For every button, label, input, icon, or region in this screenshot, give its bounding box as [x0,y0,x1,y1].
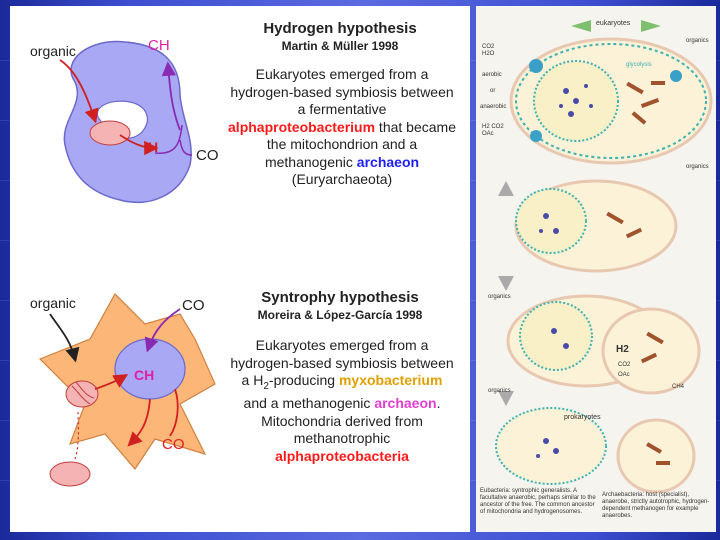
caption-right: Archaebacteria: host (specialist), anaer… [602,492,710,519]
label-co: CO [196,147,219,164]
label-organics-4: organics [488,388,511,394]
prokaryote-eukaryote-figure [495,20,713,494]
label-ch4: CH4 [672,384,685,390]
label-co2: CO2 [618,362,631,368]
label-h: H [148,139,158,155]
syntrophy-authors: Moreira & López-García 1998 [257,308,423,322]
left-slide-panel: organic CH H CO Hydrogen hypothesis Mart… [10,6,470,532]
label-organic: organic [30,43,76,59]
label-h2: H2 [616,344,629,355]
mitochondrion [65,380,99,408]
label-organics-2: organics [686,164,709,170]
label-h2-co2-oac: H2 CO2 OAc [482,124,504,137]
label-oac: OAc [618,372,630,378]
hydrogen-authors: Martin & Müller 1998 [281,39,399,53]
hydrogen-hypothesis-diagram: organic CH H CO [30,37,219,204]
right-slide-panel: eukaryotes organics CO2 H2O aerobic or a… [476,6,716,532]
syntrophy-hypothesis-diagram: organic CO CH CO [30,293,216,487]
hydrogen-title: Hydrogen hypothesis [263,20,417,37]
label-aerobic: aerobic [482,72,502,78]
label-co-top: CO [182,297,205,314]
label-prokaryotes: prokaryotes [564,414,601,421]
label-glycolysis: glycolysis [626,62,652,68]
label-organics-3: organics [488,294,511,300]
label-co-bottom: CO [162,436,185,453]
label-eukaryotes: eukaryotes [596,20,631,27]
hydrogen-description: Eukaryotes emerged from a hydrogen-based… [228,66,456,187]
caption-left: Eubacteria: syntrophic generalists. A fa… [480,488,596,515]
label-or: or [490,88,496,94]
label-anaerobic: anaerobic [480,104,507,110]
label-ch: CH [134,367,154,383]
symbiont-pink [89,120,131,146]
syntrophy-description: Eukaryotes emerged from a hydrogen-based… [230,337,454,464]
free-alphaproteobacterium [49,461,91,487]
label-co2-h2o: CO2 H2O [482,44,495,57]
label-organics-1: organics [686,38,709,44]
label-ch: CH [148,37,170,54]
label-organic: organic [30,295,76,311]
syntrophy-title: Syntrophy hypothesis [261,289,419,306]
